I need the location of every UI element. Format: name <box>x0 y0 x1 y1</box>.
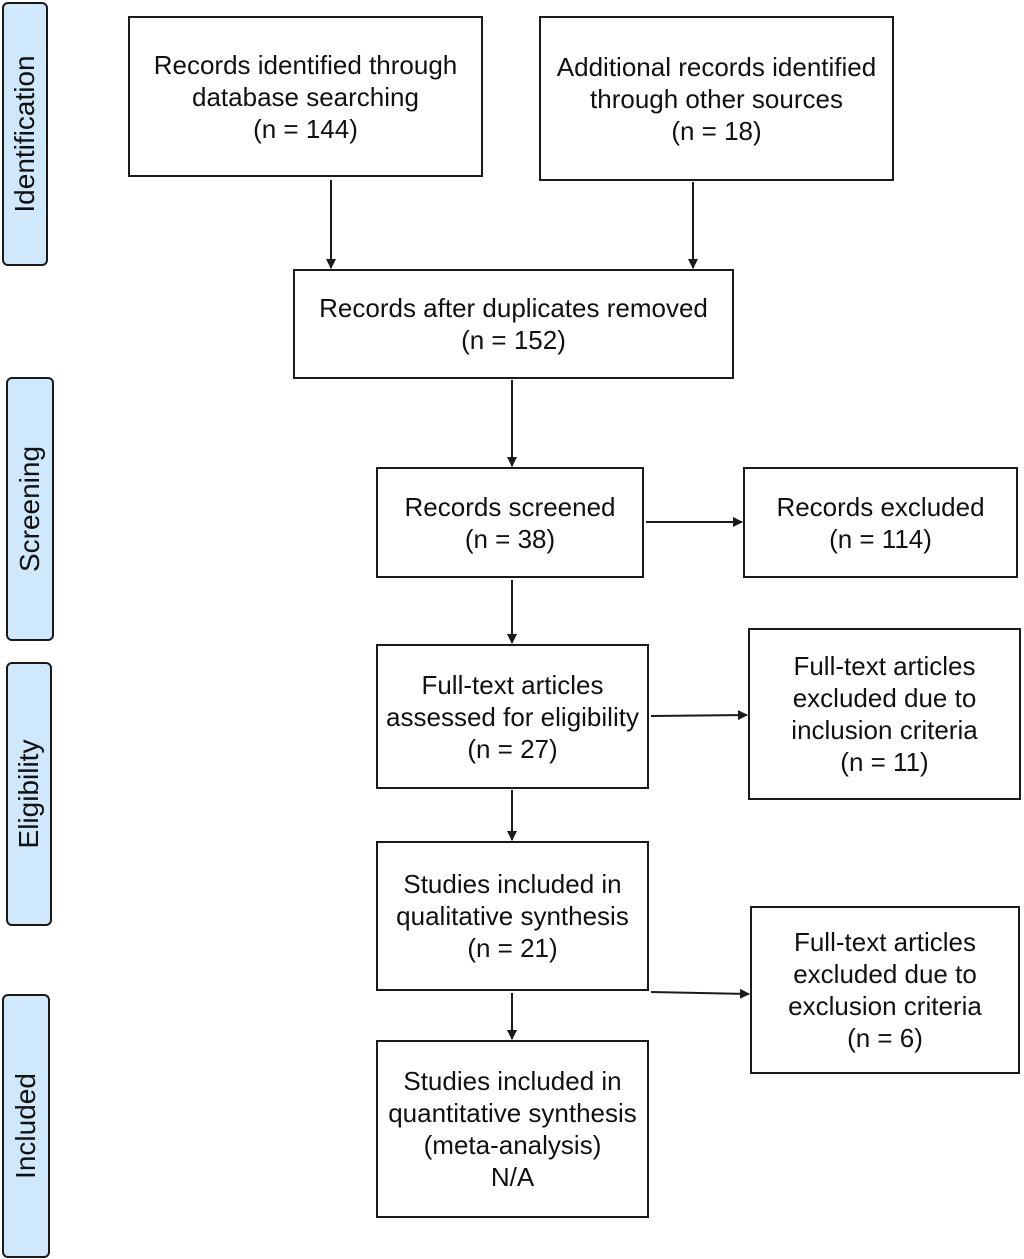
box-count: (n = 152) <box>461 325 566 355</box>
box-count: (n = 114) <box>829 523 932 554</box>
box-text: Studies included in <box>403 1066 622 1096</box>
box-count: N/A <box>490 1162 535 1192</box>
box-qualitative: Studies included in qualitative synthesi… <box>376 841 649 991</box>
box-text: assessed for eligibility <box>386 701 639 732</box>
box-quantitative: Studies included in quantitative synthes… <box>376 1040 649 1218</box>
box-text: quantitative synthesis <box>388 1098 637 1128</box>
box-other-sources: Additional records identified through ot… <box>539 16 894 181</box>
box-text: Records after duplicates removed <box>319 293 708 323</box>
stage-eligibility: Eligibility <box>6 662 52 926</box>
box-text: (meta-analysis) <box>423 1130 602 1160</box>
box-count: (n = 27) <box>467 733 558 764</box>
box-count: (n = 144) <box>253 113 358 144</box>
box-text: exclusion criteria <box>788 991 982 1021</box>
box-text: excluded due to <box>793 959 977 989</box>
stage-identification: Identification <box>2 2 48 266</box>
box-text: through other sources <box>590 83 843 114</box>
arrow-qualitative-to-excluded-exclusion <box>650 988 750 999</box>
box-count: (n = 11) <box>840 747 929 777</box>
box-text: excluded due to <box>792 683 977 713</box>
box-text: Studies included in <box>403 869 622 899</box>
box-count: (n = 38) <box>464 523 556 554</box>
box-text: Additional records identified <box>556 51 877 82</box>
box-text: inclusion criteria <box>791 715 978 745</box>
box-text: database searching <box>192 81 419 112</box>
box-fulltext-assessed: Full-text articles assessed for eligibil… <box>376 644 649 789</box>
box-text: Records screened <box>404 491 616 522</box>
box-excluded: Records excluded (n = 114) <box>743 467 1018 578</box>
box-count: (n = 18) <box>671 115 762 146</box>
box-text: qualitative synthesis <box>396 901 629 931</box>
box-database-records: Records identified through database sear… <box>128 16 483 177</box>
box-text: Full-text articles <box>793 927 977 957</box>
stage-included: Included <box>2 994 50 1258</box>
box-fulltext-excluded-inclusion: Full-text articles excluded due to inclu… <box>748 628 1021 800</box>
box-fulltext-excluded-exclusion: Full-text articles excluded due to exclu… <box>750 906 1020 1074</box>
box-text: Records excluded <box>776 491 985 522</box>
box-text: Full-text articles <box>793 651 976 681</box>
box-screened: Records screened (n = 38) <box>376 467 644 578</box>
box-count: (n = 21) <box>467 933 558 963</box>
box-after-duplicates: Records after duplicates removed (n = 15… <box>293 269 734 379</box>
box-count: (n = 6) <box>847 1023 923 1053</box>
box-text: Records identified through <box>153 49 458 80</box>
arrow-fulltext-to-excluded-inclusion <box>650 710 748 721</box>
stage-screening: Screening <box>6 377 54 641</box>
box-text: Full-text articles <box>421 669 604 700</box>
